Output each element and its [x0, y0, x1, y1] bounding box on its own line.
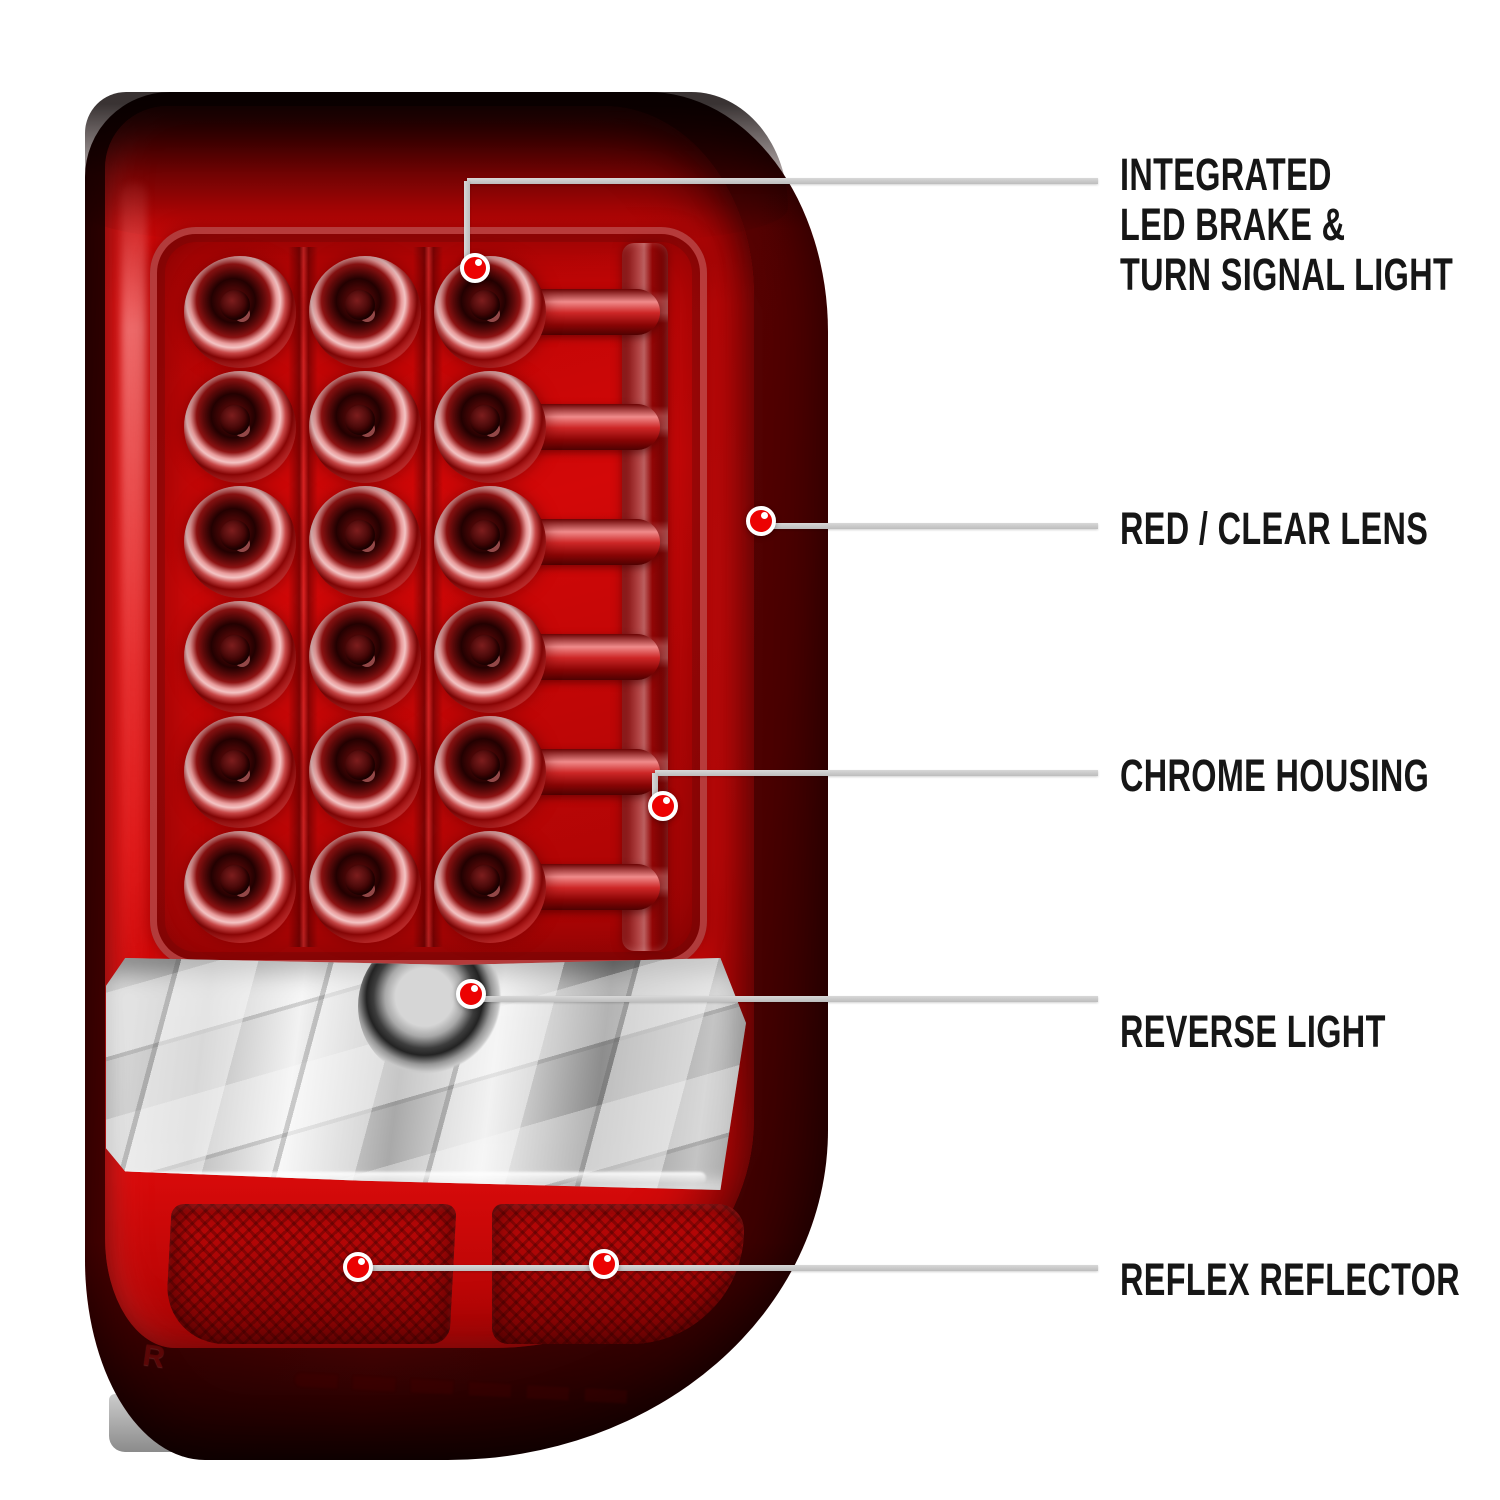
reflex-reflector-leader-line [358, 1265, 1098, 1271]
chrome-housing-leader-line [655, 770, 1098, 776]
led-bulb [434, 601, 546, 713]
led-brake-turn-signal-leader-line [467, 178, 1098, 184]
red-clear-lens-marker-dot [746, 506, 776, 536]
led-bulb [309, 831, 421, 943]
chrome-housing-leader-elbow [652, 773, 658, 796]
led-brake-turn-signal-label-line: TURN SIGNAL LIGHT [1120, 249, 1454, 300]
lens-reflection-highlight [121, 182, 147, 992]
led-bulb [309, 486, 421, 598]
led-brake-turn-signal-marker-dot [460, 253, 490, 283]
led-bulb [434, 831, 546, 943]
led-bulb [184, 486, 296, 598]
reverse-light-label-line: REVERSE LIGHT [1120, 1006, 1386, 1057]
led-bulb [184, 601, 296, 713]
tail-light-photo: R [85, 92, 828, 1460]
led-bulb [184, 371, 296, 483]
chrome-housing-strip [622, 243, 668, 951]
red-clear-lens-label-line: RED / CLEAR LENS [1120, 503, 1429, 554]
led-bulb [184, 831, 296, 943]
red-clear-lens-leader-line [761, 523, 1098, 529]
reflex-reflector-marker-dot [589, 1249, 619, 1279]
led-bulb [309, 601, 421, 713]
chrome-housing-label-line: CHROME HOUSING [1120, 750, 1430, 801]
reflex-reflector-marker-dot [343, 1252, 373, 1282]
led-bulb [434, 716, 546, 828]
reflex-reflector-label: REFLEX REFLECTOR [1120, 1255, 1460, 1305]
reverse-light-label: REVERSE LIGHT [1120, 1007, 1386, 1057]
reverse-bulb-socket [358, 958, 506, 1080]
reverse-light-leader-line [471, 996, 1098, 1002]
red-clear-lens-label: RED / CLEAR LENS [1120, 504, 1428, 554]
led-bulb [434, 486, 546, 598]
led-brake-turn-signal-leader-elbow [464, 181, 470, 258]
led-column-divider [288, 247, 318, 947]
led-bulb [184, 256, 296, 368]
chrome-housing-marker-dot [648, 791, 678, 821]
led-bulb [309, 371, 421, 483]
led-brake-turn-signal-label-line: LED BRAKE & [1120, 199, 1346, 250]
led-brake-panel [150, 227, 707, 967]
led-bulb [309, 256, 421, 368]
chrome-housing-label: CHROME HOUSING [1120, 751, 1429, 801]
led-bulb [434, 371, 546, 483]
led-bulb [184, 716, 296, 828]
reverse-light-marker-dot [456, 979, 486, 1009]
reflex-reflector-label-line: REFLEX REFLECTOR [1120, 1254, 1460, 1305]
lens-top-shadow [85, 92, 788, 242]
led-column-divider [413, 247, 443, 947]
led-bulb [434, 256, 546, 368]
led-bulb [309, 716, 421, 828]
led-brake-turn-signal-label-line: INTEGRATED [1120, 149, 1332, 200]
